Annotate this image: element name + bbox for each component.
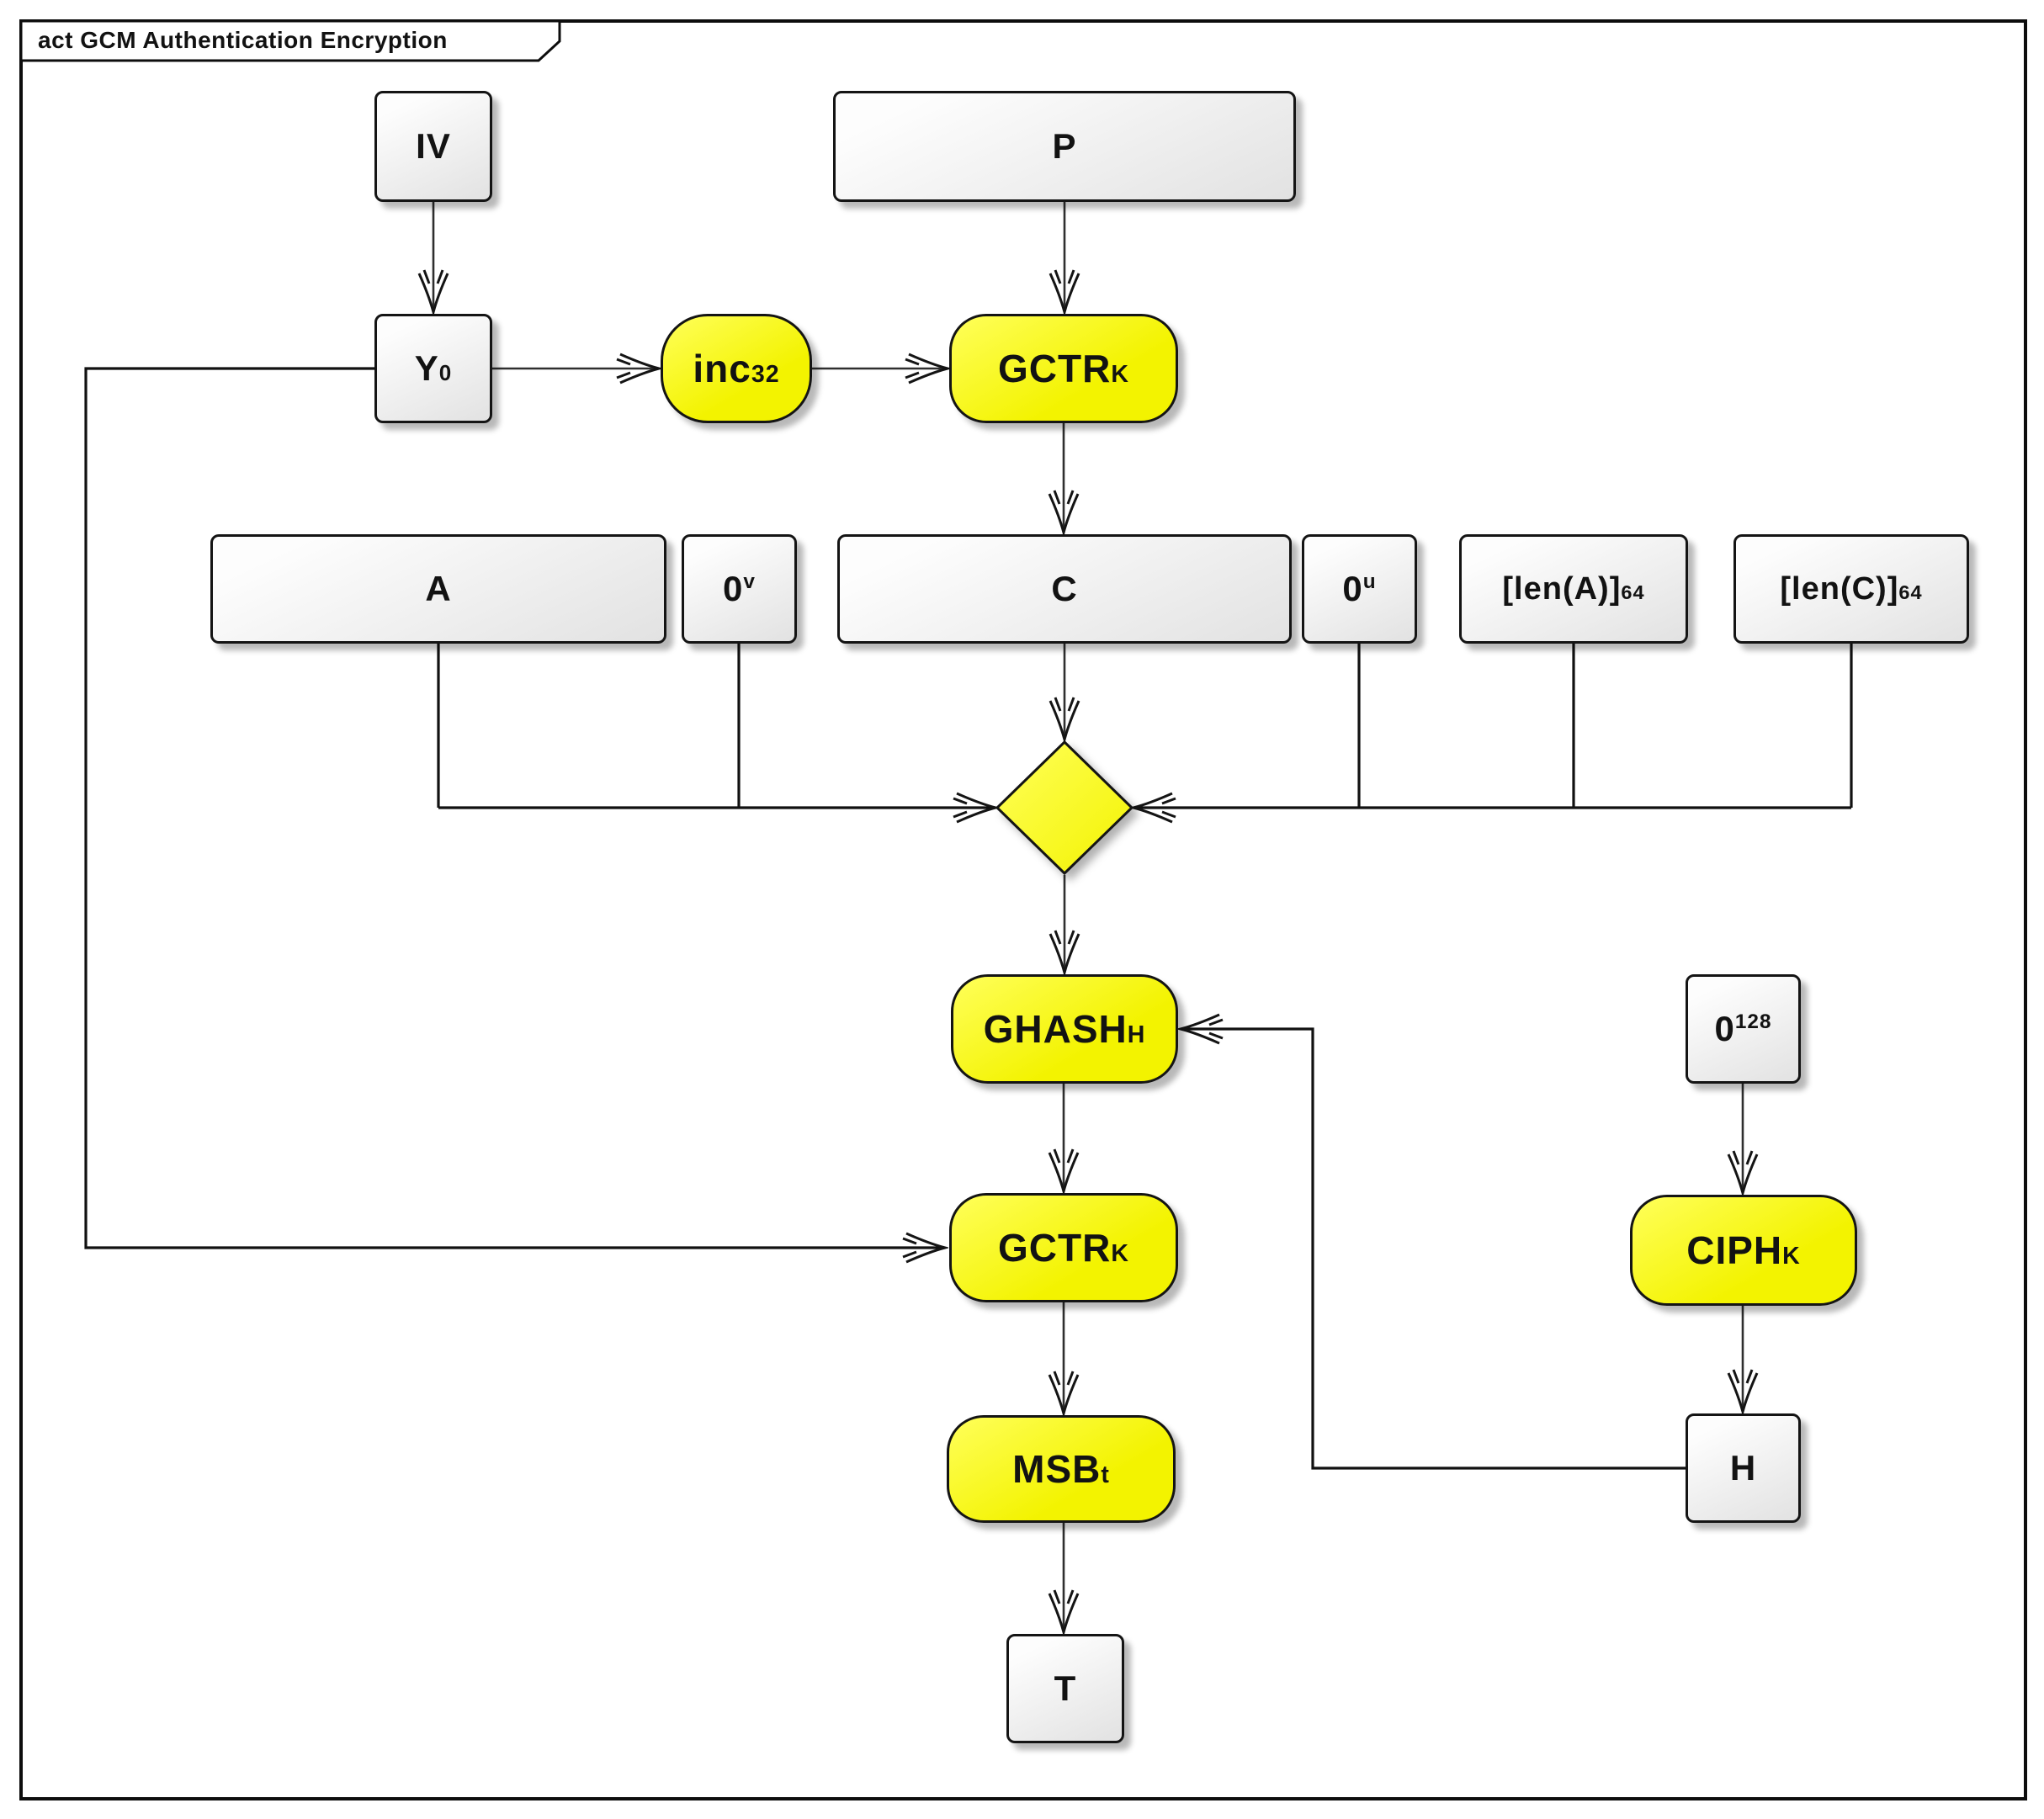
node-p-label: P — [1052, 126, 1077, 166]
node-p: P — [833, 91, 1296, 202]
diagram-title-text: act GCM Authentication Encryption — [38, 27, 448, 53]
node-gctr-top: GCTRK — [949, 314, 1178, 423]
node-iv-label: IV — [416, 126, 451, 166]
node-ciph: CIPHK — [1630, 1195, 1857, 1306]
node-a: A — [210, 534, 666, 644]
node-len-c: [len(C)]64 — [1733, 534, 1969, 644]
node-ghash-label: GHASHH — [983, 1007, 1146, 1051]
node-h: H — [1686, 1413, 1801, 1523]
node-t-label: T — [1054, 1668, 1077, 1708]
node-t: T — [1006, 1634, 1124, 1743]
node-0u-label: 0u — [1342, 569, 1377, 608]
diagram-frame-border — [19, 19, 2027, 1800]
node-msb-label: MSBt — [1012, 1447, 1110, 1491]
node-ghash: GHASHH — [951, 974, 1178, 1084]
edge-h-to-ghash — [1181, 1029, 1686, 1470]
node-gctr-top-label: GCTRK — [998, 347, 1129, 390]
node-h-label: H — [1729, 1448, 1757, 1488]
merge-diamond-node — [995, 740, 1134, 876]
node-0u: 0u — [1302, 534, 1417, 644]
node-y0-label: Y0 — [414, 348, 453, 388]
node-y0: Y0 — [374, 314, 492, 423]
node-ciph-label: CIPHK — [1686, 1228, 1801, 1272]
node-inc32: inc32 — [661, 314, 812, 423]
diagram-title-tab — [19, 19, 561, 62]
node-inc32-label: inc32 — [693, 347, 780, 390]
node-0-128: 0128 — [1686, 974, 1801, 1084]
diagram-title: act GCM Authentication Encryption — [21, 21, 555, 60]
node-c: C — [837, 534, 1292, 644]
node-len-a-label: [len(A)]64 — [1502, 570, 1645, 607]
node-c-label: C — [1051, 569, 1078, 608]
node-0-128-label: 0128 — [1714, 1009, 1772, 1048]
node-0v-label: 0v — [723, 569, 756, 608]
node-gctr-bottom: GCTRK — [949, 1193, 1178, 1302]
node-len-c-label: [len(C)]64 — [1780, 570, 1923, 607]
node-0v: 0v — [682, 534, 797, 644]
node-a-label: A — [425, 569, 452, 608]
edge-y0-loop-to-gctr2 — [84, 367, 944, 1248]
node-len-a: [len(A)]64 — [1459, 534, 1688, 644]
node-iv: IV — [374, 91, 492, 202]
node-gctr-bottom-label: GCTRK — [998, 1226, 1129, 1270]
node-msb: MSBt — [947, 1415, 1176, 1523]
